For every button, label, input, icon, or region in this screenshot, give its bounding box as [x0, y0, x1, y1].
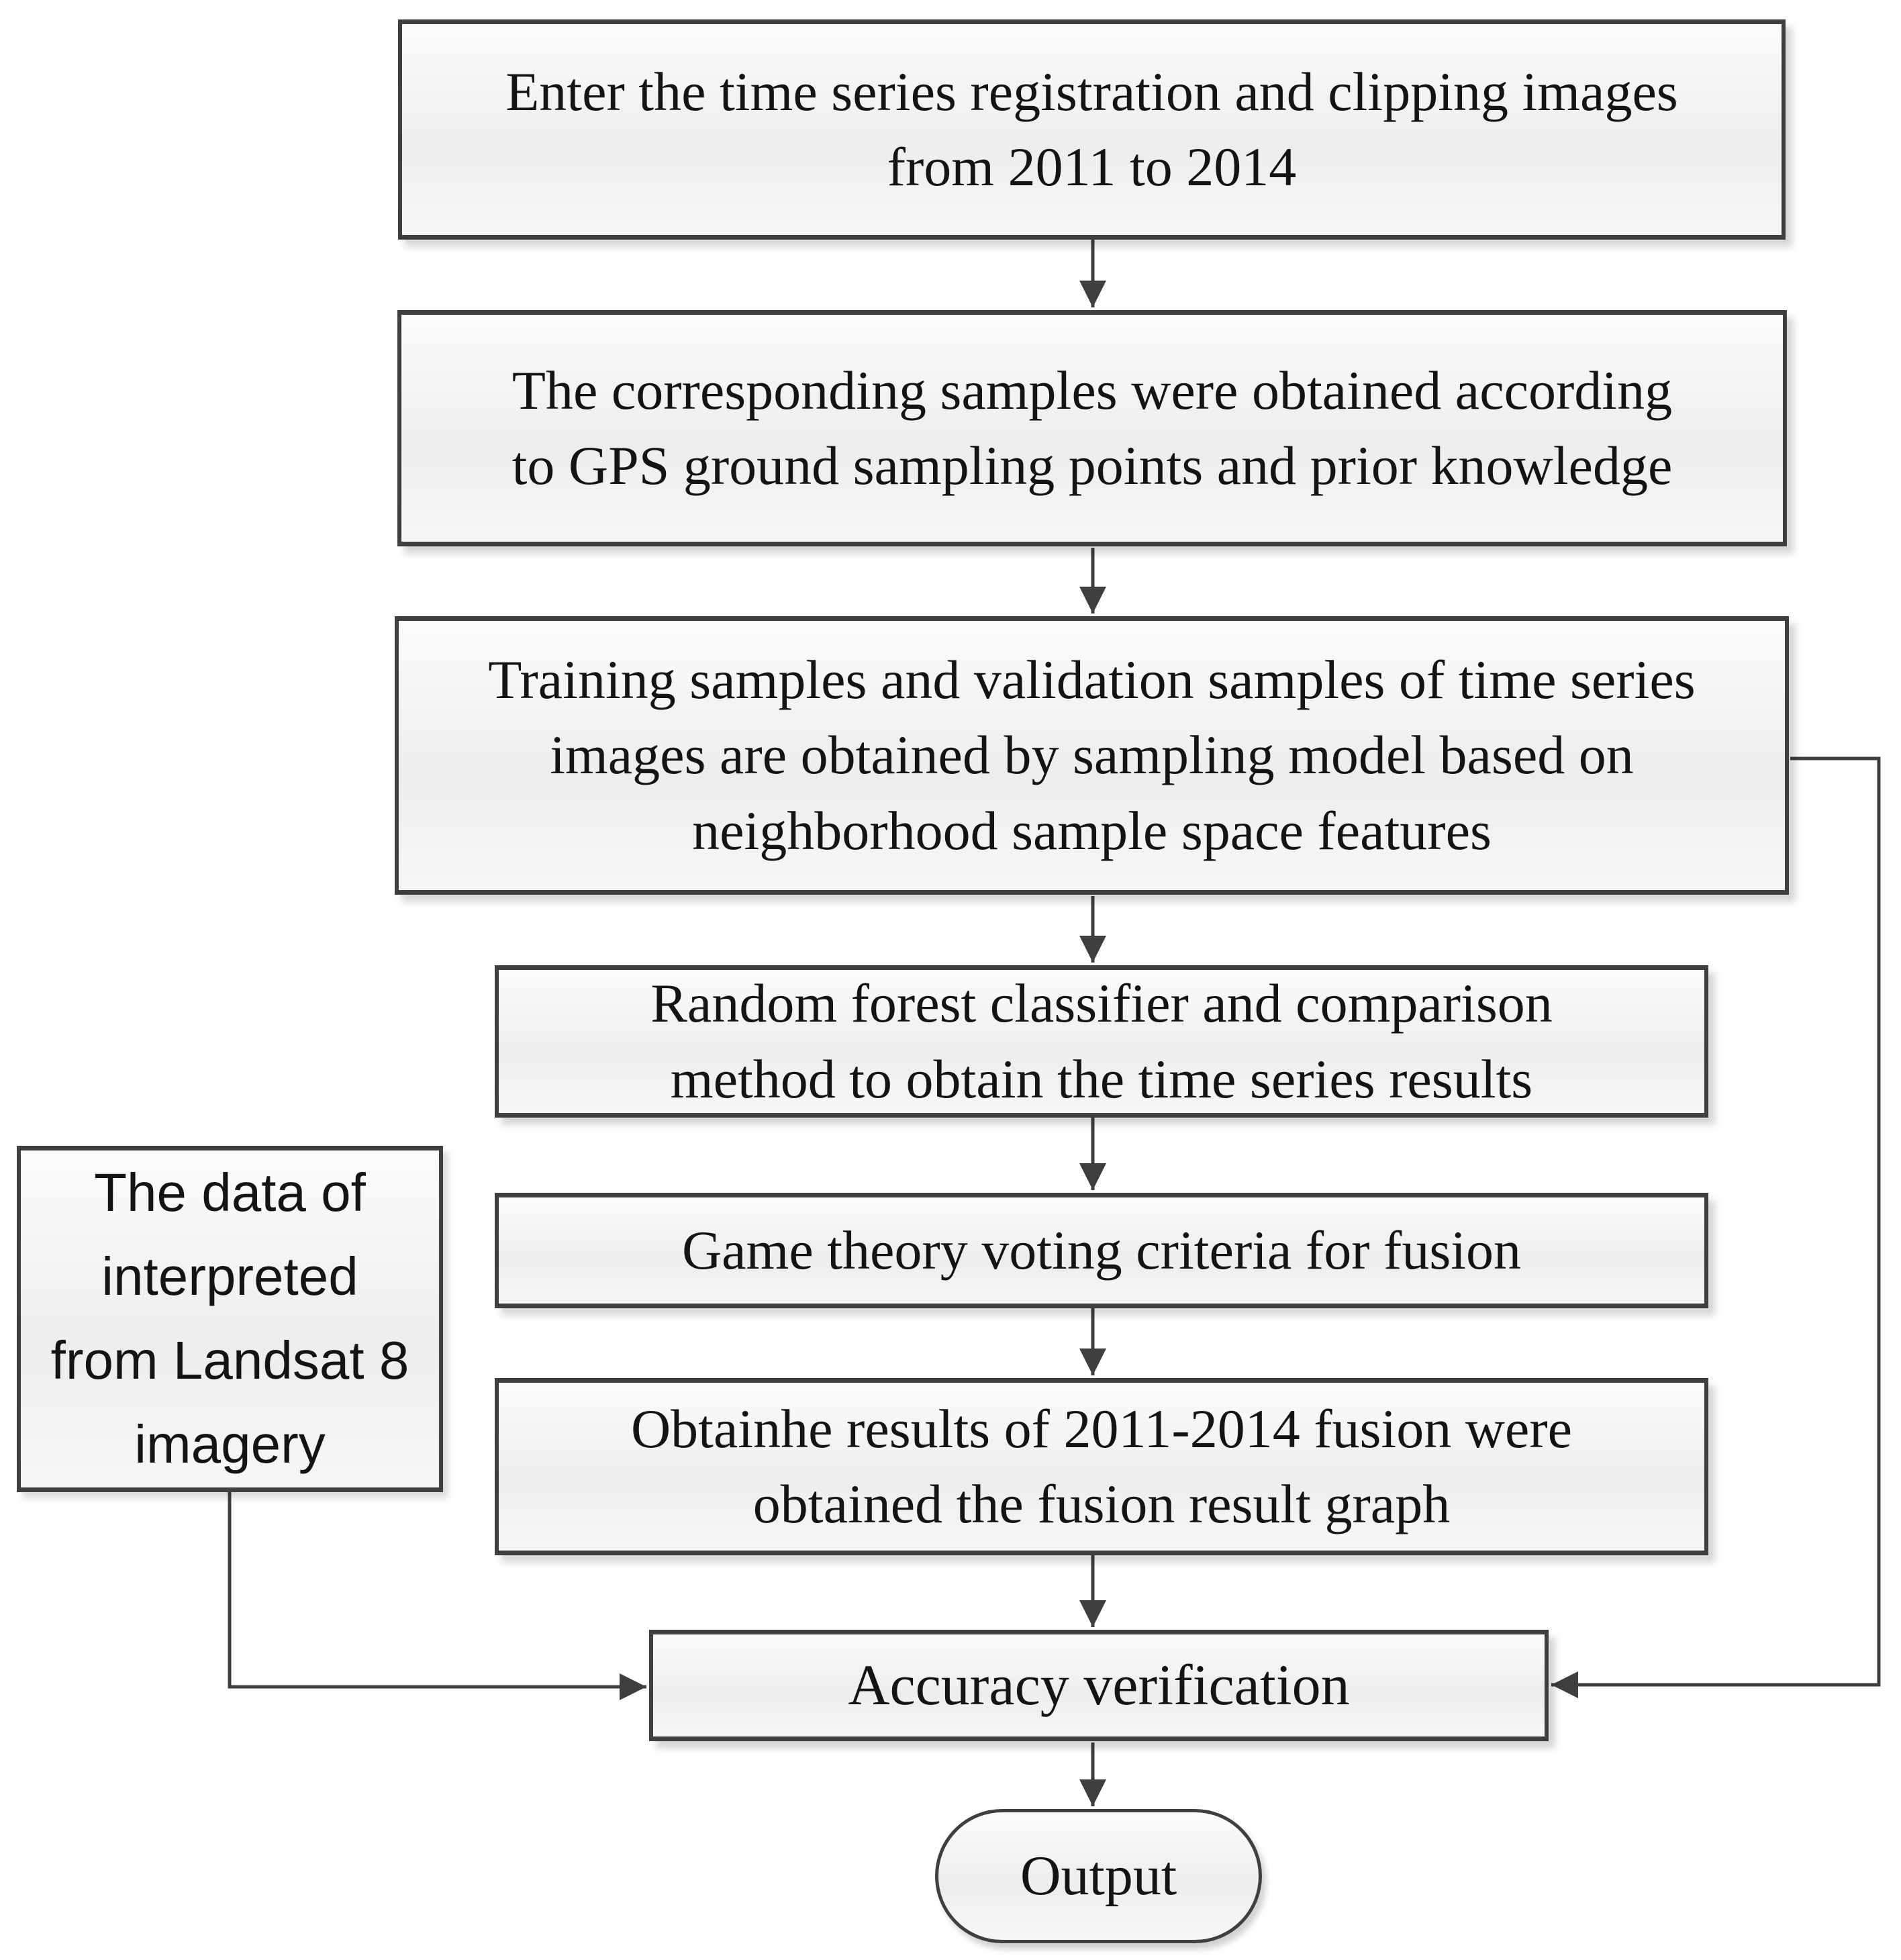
flow-node-enter-images: Enter the time series registration and c…	[398, 19, 1786, 240]
flow-node-accuracy-verification: Accuracy verification	[649, 1630, 1549, 1741]
flow-node-fusion-results: Obtainhe results of 2011-2014 fusion wer…	[495, 1378, 1708, 1555]
flow-node-game-theory: Game theory voting criteria for fusion	[495, 1193, 1708, 1308]
flow-node-random-forest: Random forest classifier and comparison …	[495, 965, 1708, 1118]
flow-node-landsat-data: The data of interpreted from Landsat 8 i…	[17, 1146, 443, 1492]
flow-node-output: Output	[935, 1809, 1262, 1943]
flow-node-gps-samples: The corresponding samples were obtained …	[397, 310, 1787, 546]
flow-node-training-validation: Training samples and validation samples …	[395, 616, 1789, 895]
